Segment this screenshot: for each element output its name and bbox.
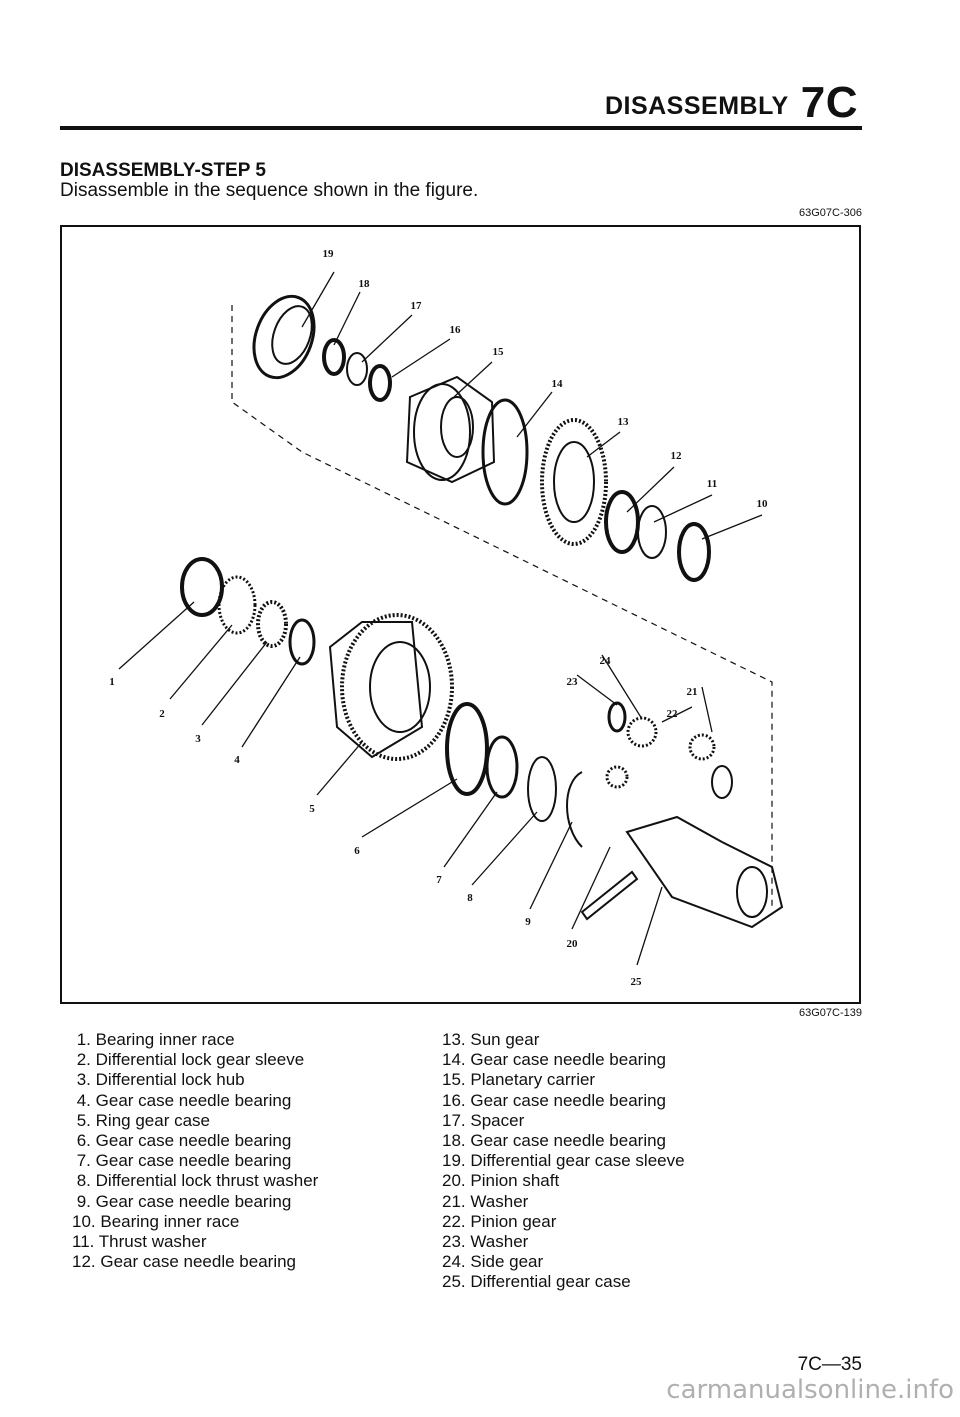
callout-11: 11 [707,478,717,490]
callout-3: 3 [195,733,201,745]
header-section-title: DISASSEMBLY [604,92,789,120]
callout-9: 9 [525,916,531,928]
parts-list-item: 1. Bearing inner race [72,1030,235,1049]
callout-25: 25 [631,976,643,988]
header-chapter-code: 7C [800,78,858,127]
callout-15: 15 [493,346,505,358]
callout-16: 16 [450,324,462,336]
parts-list-item: 10. Bearing inner race [72,1211,240,1231]
parts-list-item: 4. Gear case needle bearing [72,1090,292,1110]
callout-19: 19 [323,248,335,260]
parts-list-item: 12. Gear case needle bearing [72,1252,297,1272]
step-heading: DISASSEMBLY-STEP 5 [60,160,266,181]
callout-6: 6 [354,845,360,857]
exploded-view-drawing: 1 2 3 4 5 6 7 8 9 10 11 12 13 14 15 16 1… [109,248,784,988]
parts-list-item: 3. Differential lock hub [72,1070,245,1090]
parts-list-right: 13. Sun gear 14. Gear case needle bearin… [442,1030,685,1293]
callout-10: 10 [757,498,769,510]
watermark: carmanualsonline.info [666,1375,954,1405]
callout-22: 22 [667,708,679,720]
figure-ref-code-top: 63G07C-306 [799,207,862,219]
parts-list-item: 14. Gear case needle bearing [442,1050,667,1070]
parts-list-item: 11. Thrust washer [72,1232,207,1252]
parts-list-item: 8. Differential lock thrust washer [72,1171,319,1191]
parts-list-item: 18. Gear case needle bearing [442,1131,667,1151]
callout-14: 14 [552,378,564,390]
callout-1: 1 [109,676,115,688]
parts-list-item: 25. Differential gear case [442,1272,631,1292]
parts-list-item: 5. Ring gear case [72,1110,210,1130]
callout-4: 4 [234,754,240,766]
callout-20: 20 [567,938,579,950]
parts-list-item: 21. Washer [442,1191,529,1211]
parts-list-item: 19. Differential gear case sleeve [442,1151,685,1171]
exploded-view-figure: 1 2 3 4 5 6 7 8 9 10 11 12 13 14 15 16 1… [60,225,861,1004]
callout-17: 17 [411,300,423,312]
parts-list-item: 9. Gear case needle bearing [72,1191,292,1211]
callout-13: 13 [618,416,630,428]
callout-2: 2 [159,708,165,720]
parts-list-item: 15. Planetary carrier [442,1070,596,1090]
page-number: 7C—35 [797,1354,862,1375]
parts-list-item: 6. Gear case needle bearing [72,1131,292,1151]
callout-12: 12 [671,450,683,462]
callout-8: 8 [467,892,473,904]
parts-list-item: 22. Pinion gear [442,1211,557,1231]
parts-list-left: 1. Bearing inner race 2. Differential lo… [72,1030,318,1272]
callout-18: 18 [359,278,371,290]
parts-list-item: 13. Sun gear [442,1030,540,1049]
step-instruction: Disassemble in the sequence shown in the… [60,180,479,201]
page-header-title: DISASSEMBLY 7C [605,78,858,128]
header-rule [60,126,862,130]
parts-list-item: 16. Gear case needle bearing [442,1090,667,1110]
parts-list-item: 20. Pinion shaft [442,1171,560,1191]
parts-list-item: 17. Spacer [442,1110,525,1130]
callout-24: 24 [600,655,612,667]
figure-ref-code-bottom: 63G07C-139 [799,1007,862,1019]
parts-list-item: 24. Side gear [442,1252,544,1272]
parts-list-item: 2. Differential lock gear sleeve [72,1050,305,1070]
callout-5: 5 [309,803,315,815]
parts-list-item: 7. Gear case needle bearing [72,1151,292,1171]
callout-23: 23 [567,676,579,688]
callout-labels: 1 2 3 4 5 6 7 8 9 10 11 12 13 14 15 16 1… [109,248,768,988]
callout-7: 7 [436,874,442,886]
callout-21: 21 [687,686,698,698]
parts-list-item: 23. Washer [442,1232,529,1252]
